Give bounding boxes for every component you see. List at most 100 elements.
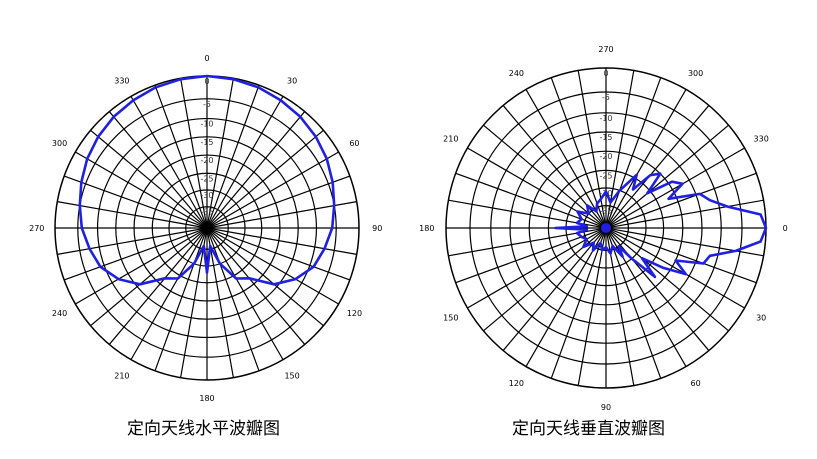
grid-spoke	[209, 151, 339, 227]
grid-spoke	[209, 175, 351, 228]
pattern-point	[314, 135, 317, 138]
radial-tick-label: -30	[200, 191, 213, 200]
grid-spoke	[607, 89, 687, 226]
angle-tick-label: 0	[204, 54, 209, 63]
pattern-point	[177, 277, 179, 280]
pattern-point	[632, 188, 634, 191]
pattern-point	[88, 247, 91, 250]
pattern-point	[759, 213, 762, 216]
radial-tick-label: -15	[599, 133, 612, 142]
radial-tick-label: 0	[204, 77, 209, 86]
pattern-point	[179, 78, 182, 81]
pattern-point	[667, 197, 670, 200]
pattern-point	[699, 193, 701, 195]
pattern-point	[635, 173, 638, 176]
angle-tick-label: 0	[783, 224, 788, 233]
pattern-point	[641, 257, 643, 260]
angle-tick-label: 60	[349, 139, 359, 148]
grid-spoke	[154, 230, 207, 372]
grid-spoke	[180, 78, 208, 226]
angle-tick-label: 330	[754, 134, 769, 143]
pattern-point	[576, 210, 579, 213]
grid-spoke	[108, 111, 206, 227]
radial-tick-label: -25	[200, 174, 213, 183]
pattern-point	[618, 189, 621, 192]
chart-title-horizontal: 定向天线水平波瓣图	[127, 419, 280, 439]
angle-tick-label: 180	[419, 224, 434, 233]
pattern-point	[596, 202, 598, 205]
pattern-point	[659, 172, 662, 175]
grid-spoke	[209, 227, 357, 255]
pattern-point	[674, 259, 677, 262]
radial-tick-label: -10	[599, 114, 612, 123]
pattern-point	[112, 116, 115, 118]
grid-spoke	[90, 129, 206, 227]
pattern-point	[80, 227, 83, 229]
grid-spoke	[605, 231, 635, 386]
angle-tick-label: 270	[29, 224, 44, 233]
pattern-point	[661, 266, 664, 269]
radial-tick-label: -35	[200, 208, 213, 217]
chart-title-vertical: 定向天线垂直波瓣图	[512, 419, 665, 439]
grid-spoke	[455, 172, 604, 228]
grid-spoke	[609, 227, 764, 257]
grid-spoke	[607, 105, 710, 226]
pattern-point	[681, 183, 684, 185]
pattern-point	[331, 227, 334, 229]
radial-tick-label: -35	[599, 207, 612, 216]
pattern-point	[592, 249, 594, 252]
angle-tick-label: 120	[347, 309, 362, 318]
pattern-point	[600, 198, 602, 200]
pattern-point	[609, 201, 612, 204]
pattern-point	[163, 277, 166, 280]
angle-tick-label: 300	[52, 139, 67, 148]
pattern-point	[154, 86, 157, 89]
grid-spoke	[208, 96, 284, 226]
grid-spoke	[608, 124, 729, 227]
pattern-point	[702, 262, 705, 265]
pattern-point	[709, 255, 711, 257]
grid-spoke	[90, 229, 206, 327]
radial-tick-label: -20	[200, 156, 213, 165]
pattern-point	[580, 236, 583, 238]
radial-tick-label: 0	[603, 69, 608, 78]
grid-spoke	[608, 229, 729, 332]
pattern-point	[588, 212, 590, 215]
radial-tick-label: -10	[200, 120, 213, 129]
pattern-point	[257, 86, 260, 89]
pattern-point	[139, 283, 141, 286]
grid-spoke	[605, 70, 635, 225]
center-point	[202, 223, 212, 233]
pattern-point	[294, 278, 297, 280]
angle-tick-label: 150	[443, 314, 458, 323]
angle-tick-label: 180	[199, 394, 214, 403]
grid-spoke	[208, 229, 306, 345]
angle-tick-label: 210	[443, 134, 458, 143]
grid-spoke	[525, 89, 605, 226]
pattern-point	[709, 199, 711, 201]
pattern-point	[117, 278, 120, 280]
grid-spoke	[207, 84, 260, 226]
pattern-point	[299, 116, 302, 118]
pattern-point	[331, 181, 334, 184]
pattern-point	[580, 218, 583, 220]
grid-spoke	[525, 230, 605, 367]
pattern-point	[726, 205, 729, 208]
grid-spoke	[455, 228, 604, 284]
pattern-point	[654, 276, 656, 278]
pattern-point	[273, 283, 275, 286]
pattern-point	[86, 158, 89, 160]
pattern-point	[203, 245, 205, 247]
pattern-point	[621, 255, 624, 258]
pattern-point	[235, 277, 237, 280]
pattern-point	[576, 232, 578, 234]
pattern-point	[232, 78, 235, 81]
grid-spoke	[130, 230, 206, 360]
angle-tick-label: 240	[509, 69, 524, 78]
pattern-point	[206, 75, 208, 77]
pattern-point	[605, 190, 607, 193]
grid-spoke	[550, 77, 606, 226]
pattern-point	[99, 265, 102, 268]
pattern-point	[78, 204, 81, 207]
